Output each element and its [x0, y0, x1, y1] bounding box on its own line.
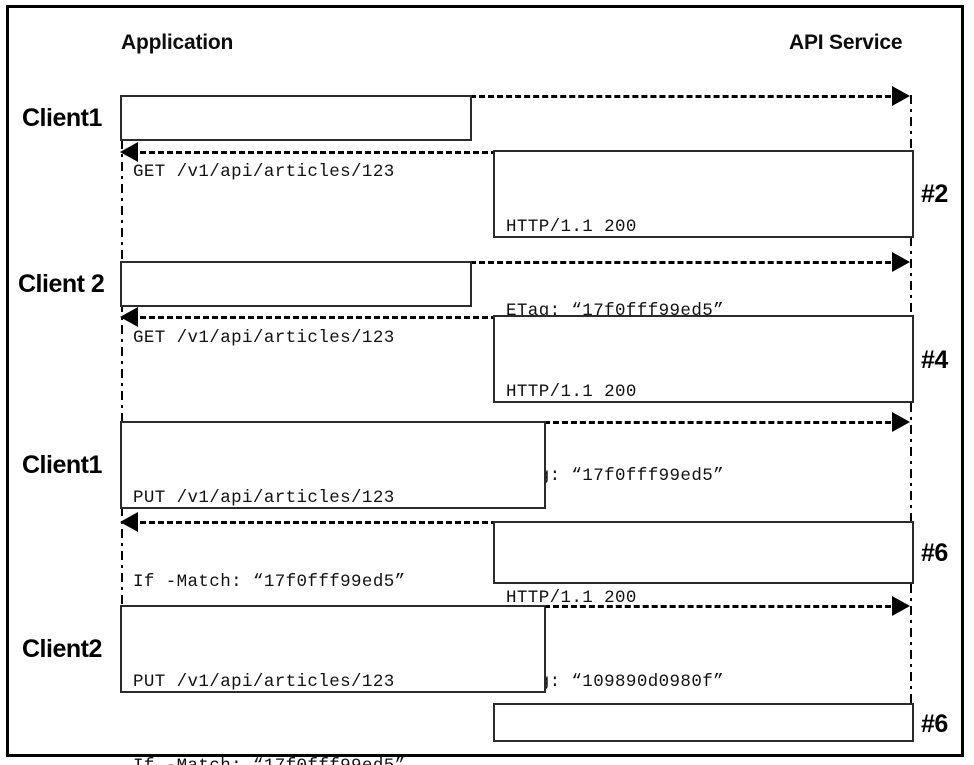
message-box-response-4: HTTP/1.1 412 — [493, 703, 914, 742]
step-tag-response-2: #4 — [921, 346, 948, 374]
actor-label-client2-get: Client 2 — [18, 270, 105, 298]
lifeline-api-service — [910, 95, 912, 155]
column-header-api-service: API Service — [789, 31, 903, 54]
message-line: HTTP/1.1 200 — [506, 382, 637, 402]
arrow-head-response-2 — [120, 307, 138, 327]
arrow-line-request-4 — [544, 605, 900, 608]
message-line: GET /v1/api/articles/123 — [133, 162, 395, 182]
message-line: GET /v1/api/articles/123 — [133, 328, 395, 348]
message-line: If -Match: “17f0fff99ed5” — [133, 572, 406, 592]
step-tag-response-1: #2 — [921, 180, 948, 208]
column-header-application: Application — [121, 31, 234, 54]
message-box-request-4: PUT /v1/api/articles/123 If -Match: “17f… — [120, 605, 546, 765]
lifeline-application — [121, 507, 123, 607]
step-tag-response-3: #6 — [921, 539, 948, 567]
lifeline-api-service — [910, 584, 912, 709]
message-box-request-1: GET /v1/api/articles/123 — [120, 95, 472, 182]
arrow-line-request-3 — [544, 421, 900, 424]
arrow-head-response-1 — [120, 142, 138, 162]
lifeline-application — [121, 303, 123, 423]
arrow-line-request-2 — [470, 261, 900, 264]
message-line: ETag: “17f0fff99ed5” — [506, 466, 725, 486]
message-line: ETag: “109890d0980f” — [506, 672, 725, 692]
message-box-response-1: HTTP/1.1 200 ETag: “17f0fff99ed5” {“titl… — [493, 150, 914, 405]
actor-label-client1-get: Client1 — [22, 104, 102, 132]
message-box-response-2: HTTP/1.1 200 ETag: “17f0fff99ed5” {“titl… — [493, 315, 914, 570]
arrow-head-request-2 — [892, 252, 910, 272]
arrow-head-request-1 — [892, 86, 910, 106]
message-line: PUT /v1/api/articles/123 — [133, 672, 395, 692]
step-tag-response-4: #6 — [921, 710, 948, 738]
arrow-head-request-3 — [892, 412, 910, 432]
message-line: PUT /v1/api/articles/123 — [133, 488, 395, 508]
lifeline-api-service — [910, 237, 912, 322]
message-box-request-2: GET /v1/api/articles/123 — [120, 261, 472, 348]
lifeline-application — [121, 140, 123, 265]
arrow-line-request-1 — [470, 95, 900, 98]
message-line: HTTP/1.1 200 — [506, 588, 637, 608]
message-box-response-3: HTTP/1.1 200 ETag: “109890d0980f” — [493, 521, 914, 692]
actor-label-client2-put: Client2 — [22, 635, 102, 663]
lifeline-api-service — [910, 403, 912, 528]
message-box-request-3: PUT /v1/api/articles/123 If -Match: “17f… — [120, 421, 546, 676]
arrow-head-request-4 — [892, 596, 910, 616]
message-line: HTTP/1.1 200 — [506, 217, 637, 237]
arrow-head-response-3 — [120, 512, 138, 532]
actor-label-client1-put: Client1 — [22, 451, 102, 479]
message-line: If -Match: “17f0fff99ed5” — [133, 752, 544, 765]
